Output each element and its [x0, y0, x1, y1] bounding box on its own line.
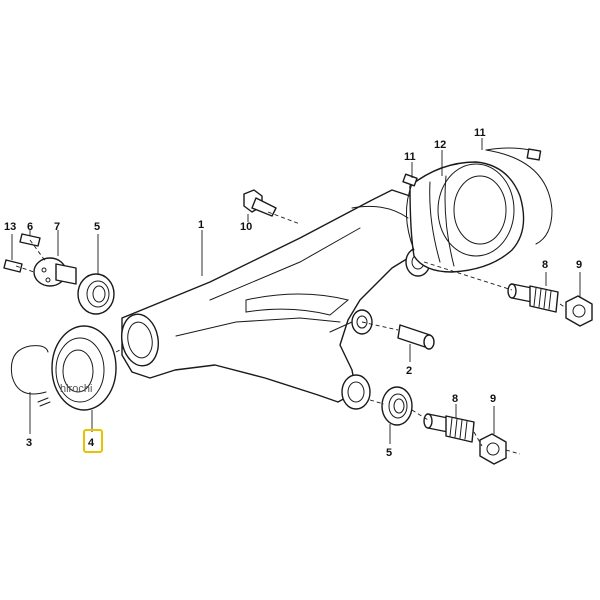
- bearing-5-bottom: [381, 386, 413, 426]
- nut-9-bottom: [479, 433, 507, 465]
- watermark: hirochi: [60, 383, 92, 395]
- swing-arm: [121, 189, 431, 410]
- callout-9-top: 9: [576, 259, 582, 271]
- hose-clamp-left: [402, 173, 418, 251]
- circlip-3: [10, 345, 51, 407]
- callout-4: 4: [88, 437, 95, 449]
- callout-8-bottom: 8: [452, 393, 458, 405]
- callout-11-right: 11: [474, 127, 486, 139]
- callout-2: 2: [406, 365, 412, 377]
- pin-2: [397, 324, 435, 350]
- callout-11-left: 11: [404, 151, 416, 163]
- pivot-pin-8-top: [507, 283, 559, 313]
- callout-8-top: 8: [542, 259, 548, 271]
- bolt-10: [243, 189, 277, 217]
- callout-5-left: 5: [94, 221, 100, 233]
- callout-6: 6: [27, 221, 33, 233]
- callout-7: 7: [54, 221, 60, 233]
- flange-7: [33, 257, 77, 287]
- callout-9-bottom: 9: [490, 393, 496, 405]
- callout-5-bottom: 5: [386, 447, 392, 459]
- callout-10: 10: [240, 221, 252, 233]
- highlight-box: [83, 429, 103, 453]
- callout-12: 12: [434, 139, 446, 151]
- callout-3: 3: [26, 437, 32, 449]
- bearing-5-left: [77, 273, 115, 315]
- hose-clamp-right: [485, 147, 553, 245]
- seal-cap-4: [51, 325, 117, 411]
- rubber-boot: [409, 161, 525, 273]
- screw-13: [3, 259, 23, 273]
- callout-13: 13: [4, 221, 16, 233]
- pivot-pin-8-bottom: [423, 413, 475, 443]
- callout-1: 1: [198, 219, 204, 231]
- leader-lines: [11, 138, 581, 455]
- nut-9-top: [565, 295, 593, 327]
